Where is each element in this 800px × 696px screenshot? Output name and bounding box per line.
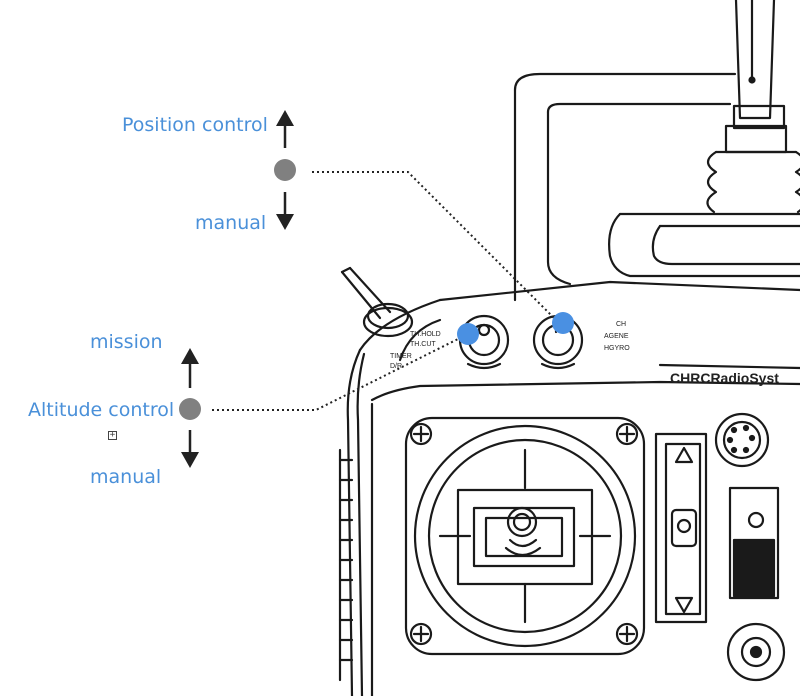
altitude-leader-line bbox=[212, 335, 465, 411]
switch-right-line3: HGYRO bbox=[604, 345, 630, 352]
position-switch-marker bbox=[552, 312, 574, 334]
mission-label: mission bbox=[90, 331, 163, 353]
altitude-marker bbox=[179, 398, 201, 420]
arrow-up-icon bbox=[276, 110, 294, 126]
position-manual-label: manual bbox=[195, 212, 267, 234]
position-marker bbox=[274, 159, 296, 181]
antenna-mast bbox=[734, 0, 776, 120]
altitude-switch-marker bbox=[457, 323, 479, 345]
switch-left-line2: TH.CUT bbox=[410, 341, 436, 348]
altitude-control-label: Altitude control bbox=[28, 399, 175, 421]
switch-right-line2: AGENE bbox=[604, 333, 629, 340]
switch-right-line1: CH bbox=[616, 321, 626, 328]
switch-left-line4: D/R bbox=[390, 363, 402, 370]
position-leader-line bbox=[312, 171, 559, 323]
arrow-down-icon bbox=[276, 214, 294, 230]
arrow-down-icon bbox=[181, 452, 199, 468]
expand-icon: + bbox=[108, 430, 117, 440]
brand-text: CHRCRadioSyst bbox=[670, 370, 779, 386]
arrow-up-icon bbox=[181, 348, 199, 364]
position-control-label: Position control bbox=[122, 114, 268, 136]
switch-left-line1: TH.HOLD bbox=[410, 331, 441, 338]
altitude-manual-label: manual bbox=[90, 466, 162, 488]
switch-left-line3: TIMER bbox=[390, 353, 412, 360]
